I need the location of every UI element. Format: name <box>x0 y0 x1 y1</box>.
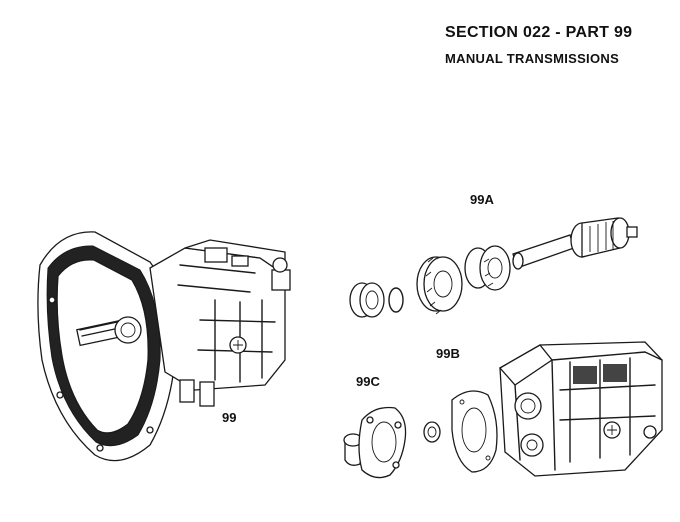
callout-99b: 99B <box>436 346 460 361</box>
gearbox-case-drawing <box>498 341 663 477</box>
callout-99a: 99A <box>470 192 494 207</box>
callout-99c: 99C <box>356 374 380 389</box>
shaft-cover-drawing <box>343 406 441 479</box>
callout-99: 99 <box>222 410 237 425</box>
section-title: SECTION 022 - PART 99 <box>445 24 633 41</box>
gear-train-drawing <box>349 217 638 318</box>
section-subtitle: MANUAL TRANSMISSIONS <box>445 51 620 66</box>
gasket-drawing <box>451 390 498 473</box>
transmission-assembly-drawing <box>37 231 291 462</box>
